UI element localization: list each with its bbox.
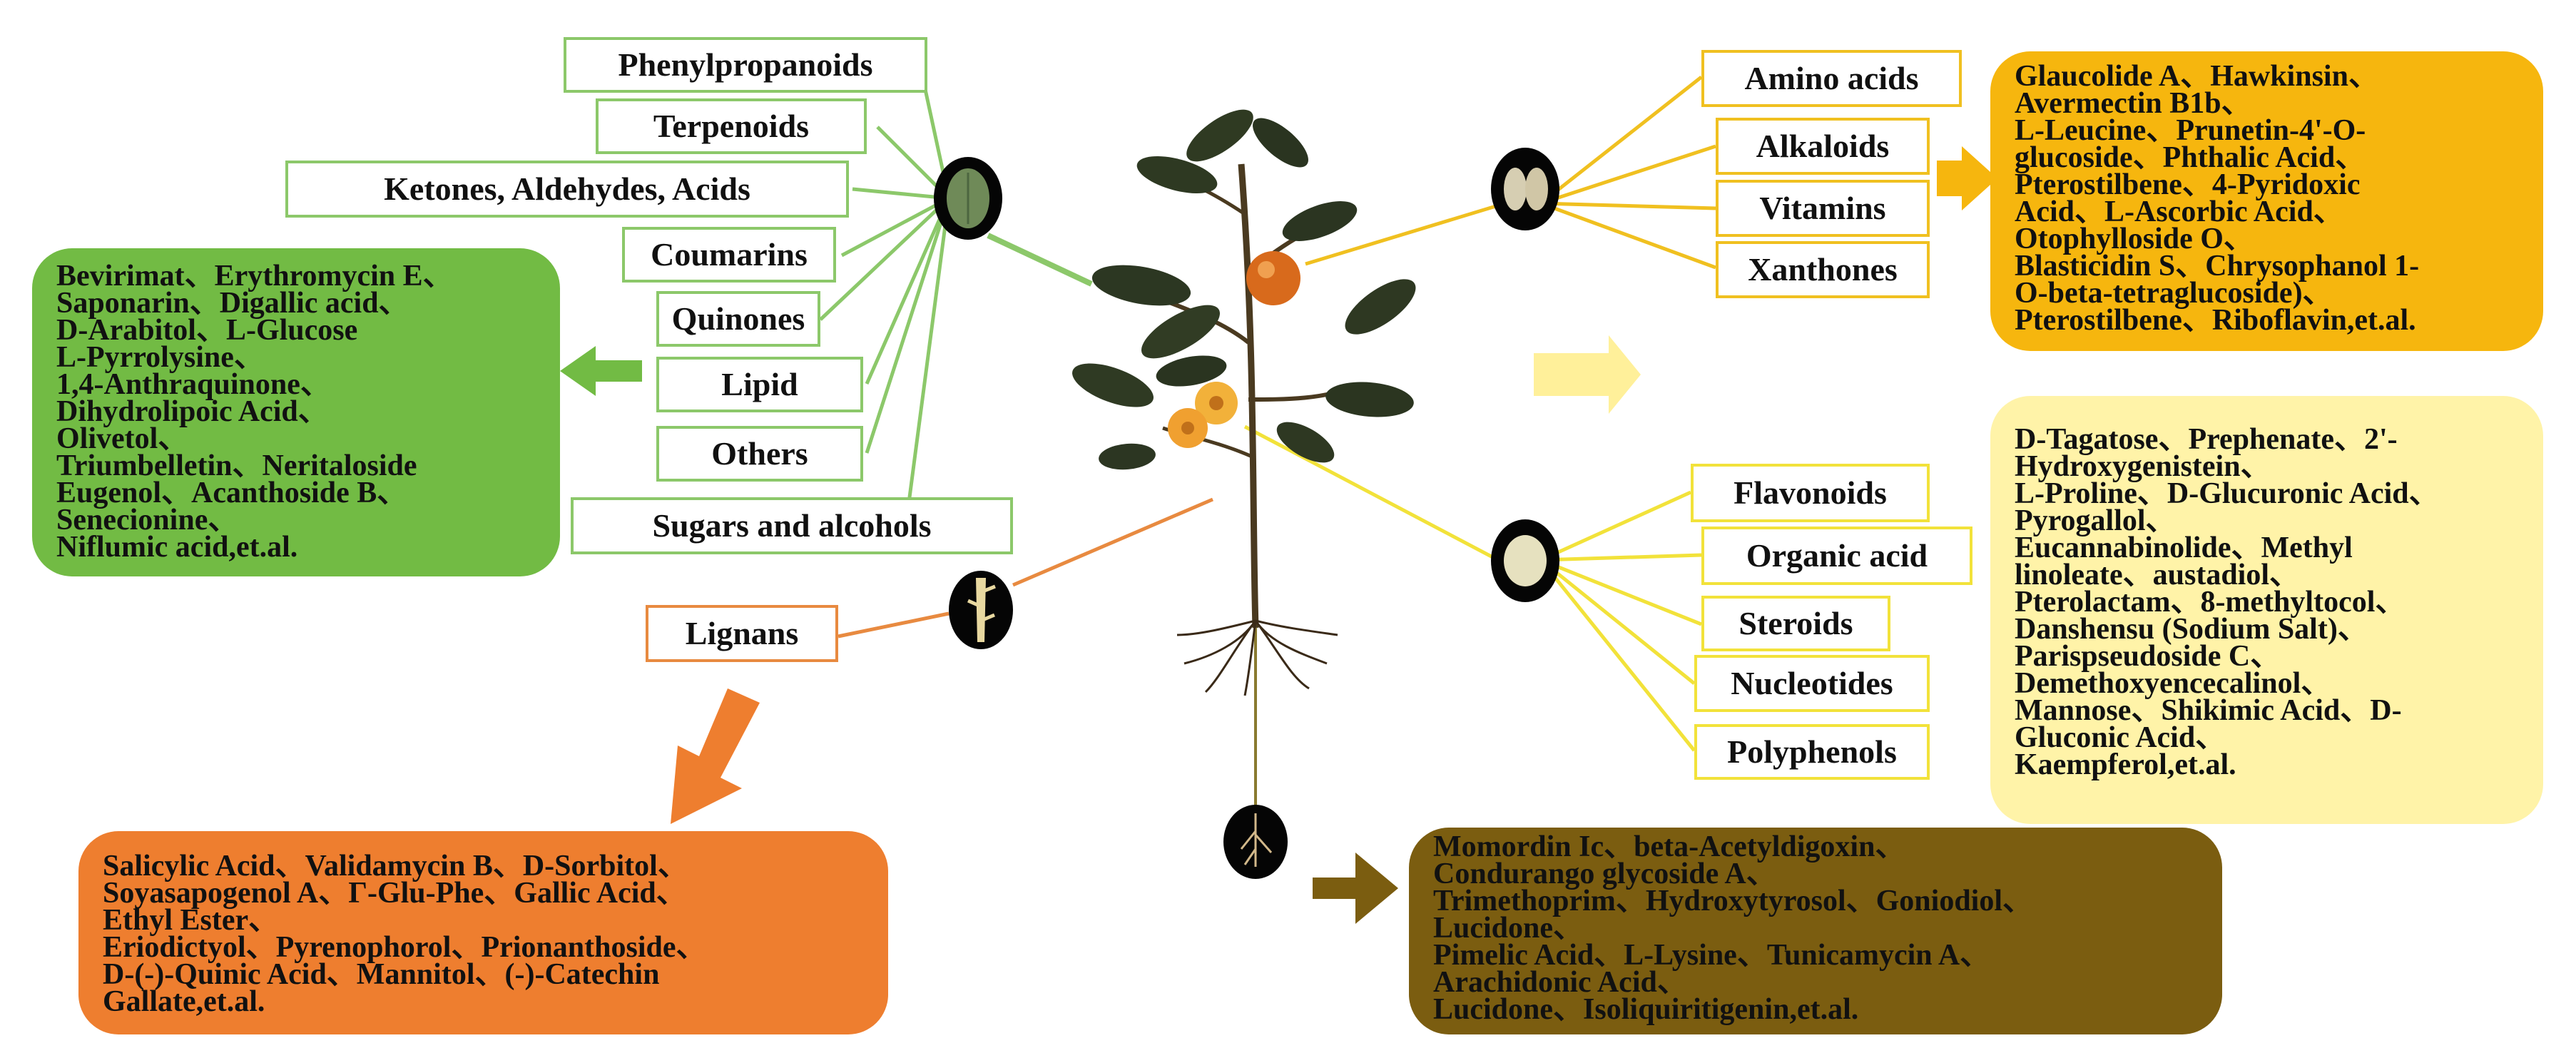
root-compound-line: Lucidone、 <box>1433 912 1584 945</box>
flower-compound-line: Pyrogallol、 <box>2015 504 2176 537</box>
seed-compound-line: Pterostilbene、Riboflavin,et.al. <box>2015 304 2416 337</box>
leaf-compounds-panel: Bevirimat、Erythromycin E、 Saponarin、Diga… <box>32 248 560 576</box>
flower-compounds-panel: D-Tagatose、Prephenate、2'- Hydroxygeniste… <box>1990 396 2543 824</box>
category-ketones-aldehydes-acids: Ketones, Aldehydes, Acids <box>285 161 849 218</box>
leaf-arrow <box>560 346 642 396</box>
category-sugars-and-alcohols: Sugars and alcohols <box>571 497 1013 554</box>
flower-compound-line: L-Proline、D-Glucuronic Acid、 <box>2015 477 2439 510</box>
stem-connector <box>838 611 950 639</box>
seed-compound-line: Pterostilbene、4-Pyridoxic <box>2015 168 2361 201</box>
root-compound-line: Trimethoprim、Hydroxytyrosol、Goniodiol、 <box>1433 885 2033 917</box>
category-polyphenols: Polyphenols <box>1694 724 1930 780</box>
category-steroids: Steroids <box>1701 596 1890 651</box>
category-phenylpropanoids: Phenylpropanoids <box>564 37 927 93</box>
flower-compound-line: Gluconic Acid、 <box>2015 721 2226 754</box>
category-xanthones: Xanthones <box>1716 241 1930 298</box>
leaf-compound-line: Triumbelletin、Neritaloside <box>56 449 417 482</box>
leaf-node <box>934 157 1002 240</box>
seed-compound-line: Blasticidin S、Chrysophanol 1- <box>2015 250 2420 283</box>
leaf-compound-line: Senecionine、 <box>56 504 238 536</box>
category-others: Others <box>656 426 863 482</box>
flower-compound-line: Demethoxyencecalinol、 <box>2015 667 2331 700</box>
root-compound-line: Momordin Ic、beta-Acetyldigoxin、 <box>1433 830 1905 863</box>
leaf-compound-line: 1,4-Anthraquinone、 <box>56 368 330 401</box>
seed-compounds-panel: Glaucolide A、Hawkinsin、 Avermectin B1b、 … <box>1990 51 2543 351</box>
flower-compound-line: linoleate、austadiol、 <box>2015 559 2300 591</box>
category-nucleotides: Nucleotides <box>1694 655 1930 712</box>
root-compound-line: Lucidone、Isoliquiritigenin,et.al. <box>1433 993 1859 1026</box>
root-compound-line: Pimelic Acid、L-Lysine、Tunicamycin A、 <box>1433 939 1990 972</box>
flower-compound-line: Eucannabinolide、Methyl <box>2015 532 2353 564</box>
seed-compound-line: O-beta-tetraglucoside)、 <box>2015 277 2333 310</box>
root-compound-line: Condurango glycoside A、 <box>1433 858 1776 890</box>
category-terpenoids: Terpenoids <box>596 98 867 154</box>
flower-compound-line: Danshensu (Sodium Salt)、 <box>2015 613 2368 646</box>
leaf-compound-line: L-Pyrrolysine、 <box>56 341 264 374</box>
stem-compound-line: D-(-)-Quinic Acid、Mannitol、(-)-Catechin <box>103 958 660 991</box>
leaf-compound-line: D-Arabitol、L-Glucose <box>56 314 358 347</box>
plant-illustration <box>1072 109 1416 806</box>
root-compounds-panel: Momordin Ic、beta-Acetyldigoxin、 Conduran… <box>1409 828 2222 1034</box>
flower-compound-line: Hydroxygenistein、 <box>2015 450 2271 483</box>
leaf-compound-line: Bevirimat、Erythromycin E、 <box>56 260 453 293</box>
seed-compound-line: Glaucolide A、Hawkinsin、 <box>2015 60 2378 93</box>
stem-compound-line: Salicylic Acid、Validamycin B、D-Sorbitol、 <box>103 850 688 883</box>
seed-compound-line: Acid、L-Ascorbic Acid、 <box>2015 195 2343 228</box>
root-node <box>1223 805 1288 879</box>
flower-compound-line: Mannose、Shikimic Acid、D- <box>2015 694 2402 727</box>
flower-compound-line: Pterolactam、8-methyltocol、 <box>2015 586 2406 619</box>
category-amino-acids: Amino acids <box>1701 50 1962 107</box>
seed-compound-line: Otophylloside O、 <box>2015 223 2254 255</box>
stem-compounds-panel: Salicylic Acid、Validamycin B、D-Sorbitol、… <box>78 831 888 1034</box>
category-vitamins: Vitamins <box>1716 180 1930 237</box>
flower-compound-line: Kaempferol,et.al. <box>2015 748 2236 781</box>
flower-node <box>1491 519 1559 602</box>
leaf-connectors <box>819 66 1093 525</box>
leaf-compound-line: Niflumic acid,et.al. <box>56 531 298 564</box>
category-flavonoids: Flavonoids <box>1691 464 1930 522</box>
category-organic-acid: Organic acid <box>1701 527 1972 585</box>
category-lipid: Lipid <box>656 357 863 412</box>
leaf-compound-line: Olivetol、 <box>56 422 188 455</box>
root-compound-line: Arachidonic Acid、 <box>1433 966 1687 999</box>
leaf-compound-line: Eugenol、Acanthoside B、 <box>56 477 407 509</box>
flower-compound-line: Parispseudoside C、 <box>2015 640 2281 673</box>
seed-compound-line: L-Leucine、Prunetin-4'-O- <box>2015 114 2366 147</box>
seed-compound-line: glucoside、Phthalic Acid、 <box>2015 141 2366 174</box>
seed-node <box>1491 148 1559 230</box>
leaf-compound-line: Dihydrolipoic Acid、 <box>56 395 328 428</box>
root-arrow <box>1313 853 1398 924</box>
category-quinones: Quinones <box>656 291 820 347</box>
category-coumarins: Coumarins <box>622 227 836 283</box>
stem-node <box>949 571 1013 649</box>
leaf-compound-line: Saponarin、Digallic acid、 <box>56 287 409 320</box>
stem-compound-line: Eriodictyol、Pyrenophorol、Prionanthoside、 <box>103 931 706 964</box>
flower-compound-line: D-Tagatose、Prephenate、2'- <box>2015 423 2398 456</box>
stem-arrow <box>671 688 760 824</box>
seed-connectors <box>1305 76 1716 270</box>
seed-arrow <box>1937 146 1997 210</box>
category-lignans: Lignans <box>646 605 838 662</box>
stem-compound-line: Gallate,et.al. <box>103 985 265 1018</box>
stem-compound-line: Soyasapogenol A、Γ-Glu-Phe、Gallic Acid、 <box>103 877 686 910</box>
seed-compound-line: Avermectin B1b、 <box>2015 87 2251 120</box>
flower-connectors <box>1243 424 1702 752</box>
stem-compound-line: Ethyl Ester、 <box>103 904 279 937</box>
stem-to-plant <box>1012 497 1213 587</box>
category-alkaloids: Alkaloids <box>1716 118 1930 175</box>
flower-pale-arrow <box>1534 335 1641 414</box>
